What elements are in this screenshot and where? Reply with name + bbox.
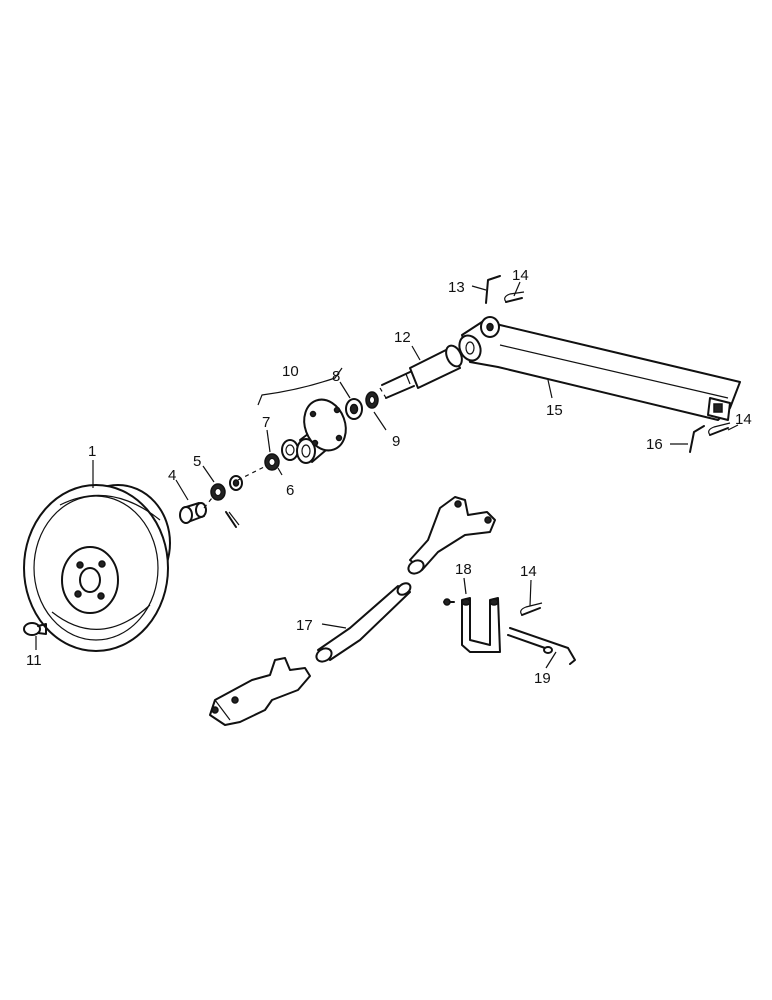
callout-5: 5 [193,453,201,470]
callout-12: 12 [394,329,411,346]
wheel-hub [296,398,347,464]
hub-cap [179,502,207,524]
callout-13: 13 [448,279,465,296]
callout-19: 19 [534,670,551,687]
callout-6: 6 [286,482,294,499]
connecting-tube [315,582,412,663]
arm-end-pin [689,425,705,453]
callout-14-right: 14 [735,411,752,428]
callout-8: 8 [332,368,340,385]
callout-15: 15 [546,402,563,419]
callout-10: 10 [282,363,299,380]
leader-lines [35,281,739,669]
callout-4: 4 [168,467,176,484]
castle-nut [210,483,226,501]
callout-7: 7 [262,414,270,431]
callout-18: 18 [455,561,472,578]
u-bracket [443,597,501,653]
callout-labels: 1 4 5 6 7 8 9 10 11 12 13 14 14 14 15 16… [26,267,752,687]
inner-bearing [365,391,379,409]
hair-pin-clip-top [504,291,525,303]
callout-16: 16 [646,436,663,453]
callout-1: 1 [88,443,96,460]
wheel-arm [458,316,741,421]
callout-14-lower: 14 [520,563,537,580]
cotter-pin [225,511,240,528]
inner-bearing-cup [345,398,363,420]
callout-17: 17 [296,617,313,634]
arm-pin [485,275,501,304]
bracket-bolt [507,634,553,654]
upper-yoke [407,496,496,575]
callout-11: 11 [26,652,42,669]
washer [229,475,243,491]
callout-9: 9 [392,433,400,450]
spindle [379,344,463,399]
bracket-pin-rod [509,627,576,665]
wheel-rim [23,484,171,652]
lower-yoke [209,657,311,726]
bearing-cup [281,439,299,461]
outer-bearing [264,453,280,471]
callout-14-top: 14 [512,267,529,284]
hub-assembly-bracket [257,367,343,406]
hair-pin-clip-right [708,422,731,436]
hair-pin-clip-lower [520,602,543,616]
lug-bolt [23,622,47,636]
